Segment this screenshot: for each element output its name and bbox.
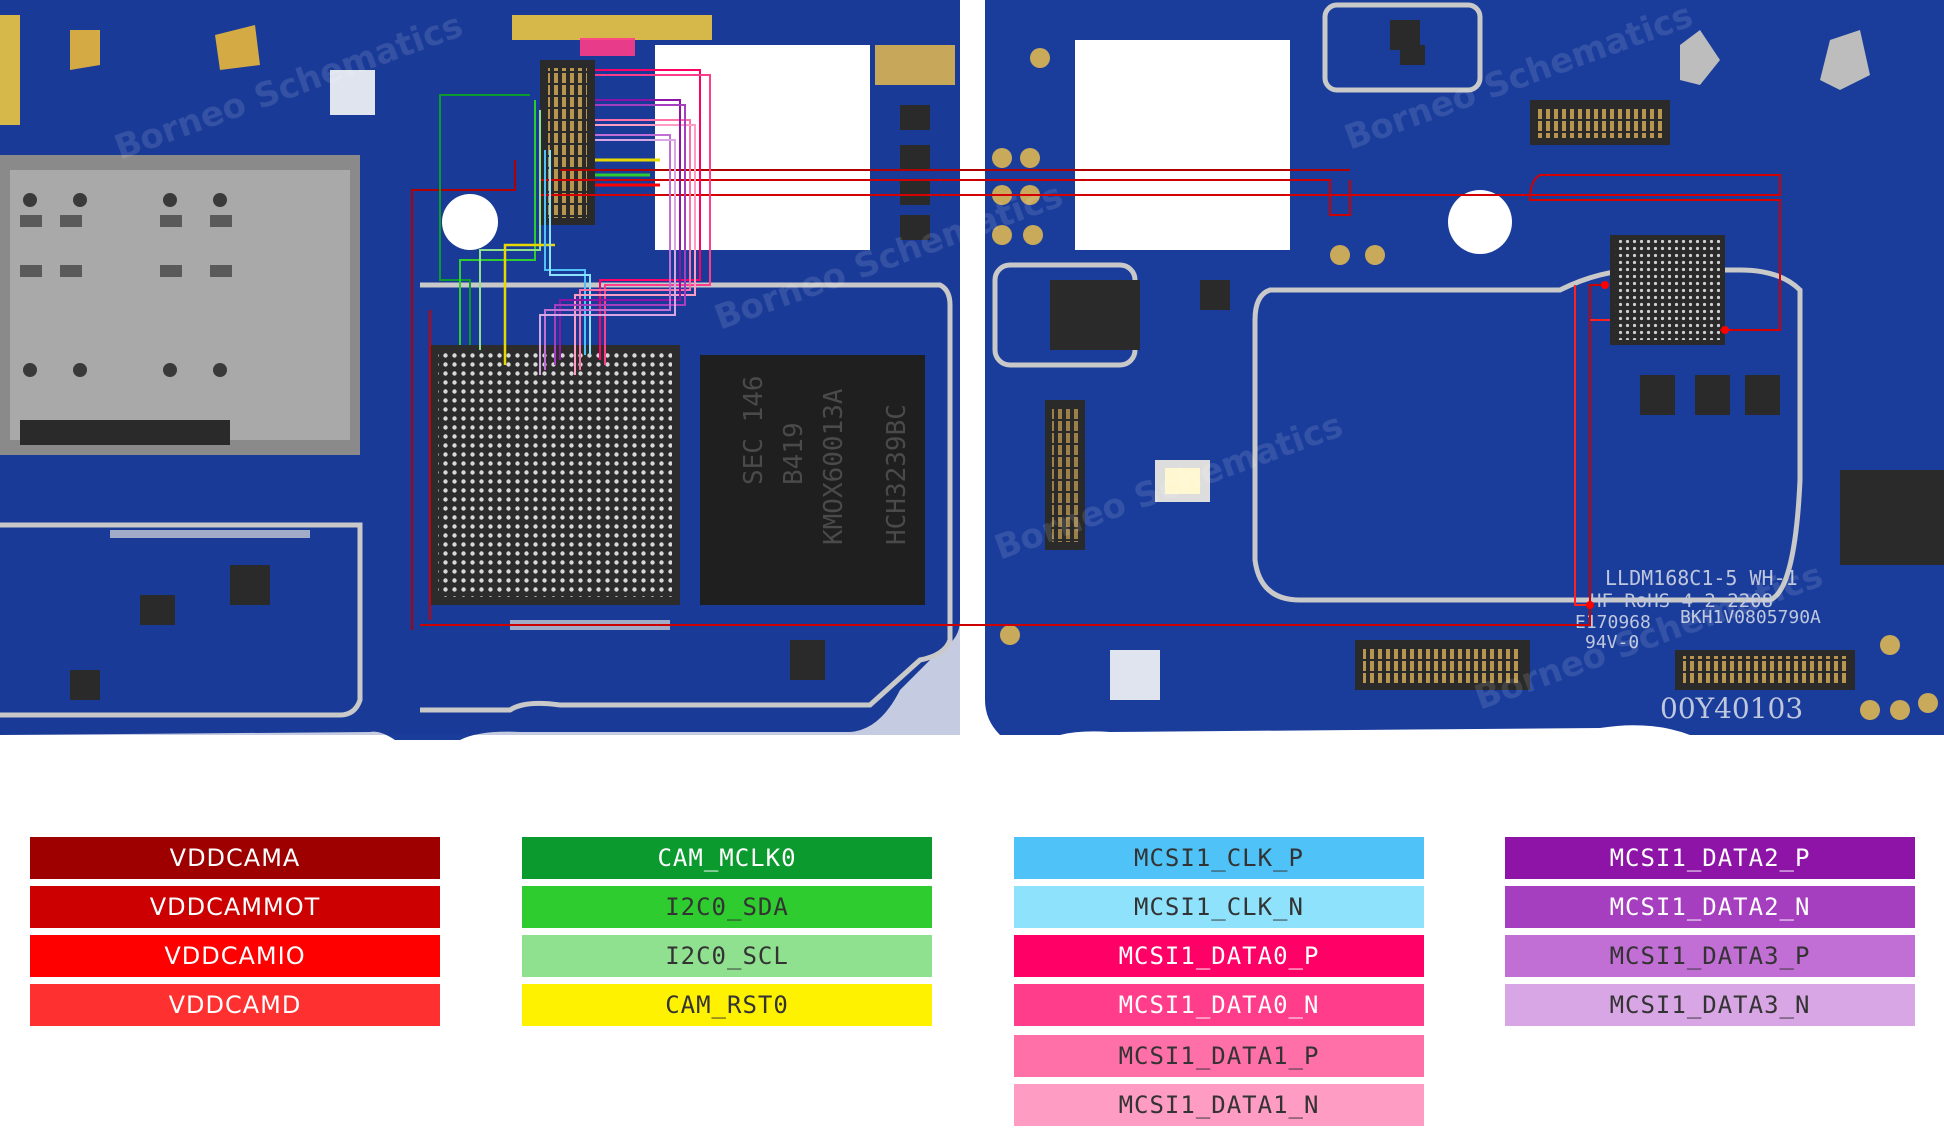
legend-vddcammot: VDDCAMMOT (30, 886, 440, 928)
svg-text:LLDM168C1-5 WH-1: LLDM168C1-5 WH-1 (1605, 566, 1798, 590)
legend-label: VDDCAMIO (164, 942, 306, 970)
legend-label: MCSI1_DATA0_N (1118, 991, 1320, 1019)
svg-text:B419: B419 (779, 422, 809, 485)
cutout-right (1075, 40, 1290, 250)
legend-label: MCSI1_DATA1_P (1118, 1042, 1320, 1070)
legend-mcsi1-data3-p: MCSI1_DATA3_P (1505, 935, 1915, 977)
legend-label: VDDCAMD (168, 991, 302, 1019)
legend-mcsi1-data2-p: MCSI1_DATA2_P (1505, 837, 1915, 879)
qr-code (330, 70, 375, 115)
legend-mcsi1-data1-p: MCSI1_DATA1_P (1014, 1035, 1424, 1077)
legend-i2c0-scl: I2C0_SCL (522, 935, 932, 977)
svg-text:HCH3239BC: HCH3239BC (882, 404, 912, 545)
legend-cam-rst0: CAM_RST0 (522, 984, 932, 1026)
legend-i2c0-sda: I2C0_SDA (522, 886, 932, 928)
legend-label: VDDCAMA (169, 844, 301, 872)
svg-text:HF RoHS 4-2 2208: HF RoHS 4-2 2208 (1590, 590, 1773, 612)
legend-label: I2C0_SCL (665, 942, 789, 970)
svg-text:KMOX60013A: KMOX60013A (819, 388, 849, 545)
legend-label: MCSI1_DATA0_P (1118, 942, 1320, 970)
legend-label: MCSI1_CLK_N (1134, 893, 1304, 921)
legend-mcsi1-data1-n: MCSI1_DATA1_N (1014, 1084, 1424, 1126)
pcb-photo: SEC 146 B419 KMOX60013A HCH3239BC (0, 0, 1944, 740)
legend-mcsi1-clk-p: MCSI1_CLK_P (1014, 837, 1424, 879)
legend-label: CAM_MCLK0 (657, 844, 797, 872)
legend-mcsi1-data3-n: MCSI1_DATA3_N (1505, 984, 1915, 1026)
legend-vddcamio: VDDCAMIO (30, 935, 440, 977)
legend-mcsi1-data0-p: MCSI1_DATA0_P (1014, 935, 1424, 977)
legend-mcsi1-data0-n: MCSI1_DATA0_N (1014, 984, 1424, 1026)
legend-label: VDDCAMMOT (149, 893, 321, 921)
legend-label: MCSI1_CLK_P (1134, 844, 1304, 872)
svg-text:00Y40103: 00Y40103 (1660, 692, 1803, 725)
legend-mcsi1-data2-n: MCSI1_DATA2_N (1505, 886, 1915, 928)
svg-text:E170968: E170968 (1575, 612, 1651, 633)
svg-text:BKH1V0805790A: BKH1V0805790A (1680, 607, 1821, 628)
svg-text:94V-0: 94V-0 (1585, 632, 1639, 653)
ram-chip (700, 355, 925, 605)
legend-label: MCSI1_DATA3_P (1609, 942, 1811, 970)
qr-code (1110, 650, 1160, 700)
legend-label: MCSI1_DATA3_N (1609, 991, 1811, 1019)
svg-text:SEC 146: SEC 146 (739, 375, 769, 485)
legend-label: MCSI1_DATA1_N (1118, 1091, 1320, 1119)
legend-label: MCSI1_DATA2_N (1609, 893, 1811, 921)
legend-cam-mclk0: CAM_MCLK0 (522, 837, 932, 879)
legend-vddcamd: VDDCAMD (30, 984, 440, 1026)
legend-label: CAM_RST0 (665, 991, 789, 1019)
legend-label: I2C0_SDA (665, 893, 789, 921)
legend-vddcama: VDDCAMA (30, 837, 440, 879)
legend-label: MCSI1_DATA2_P (1609, 844, 1811, 872)
legend-mcsi1-clk-n: MCSI1_CLK_N (1014, 886, 1424, 928)
